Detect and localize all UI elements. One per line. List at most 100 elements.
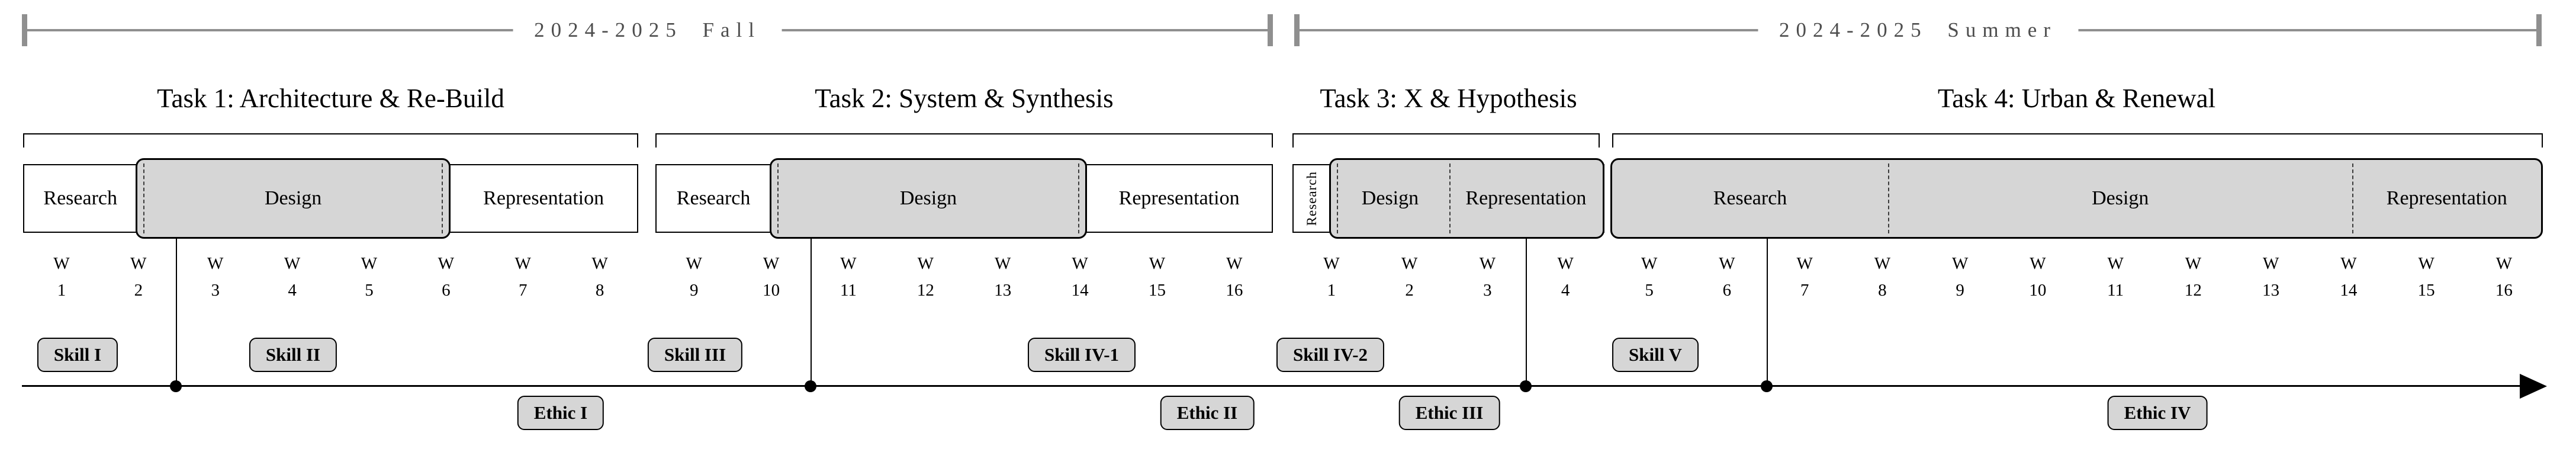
task-2-design-label: Design bbox=[899, 187, 957, 209]
task-3-representation-label: Representation bbox=[1465, 187, 1587, 209]
dashed-edge bbox=[1078, 164, 1080, 233]
fall-end-tick bbox=[1268, 14, 1273, 46]
milestone-connector-1 bbox=[176, 237, 177, 387]
task-1-representation-phase: Representation bbox=[483, 187, 604, 209]
dashed-divider bbox=[1449, 164, 1451, 233]
task-4-research-label: Research bbox=[1713, 187, 1787, 209]
task-3-block: Task 3: X & Hypothesis Research Design R… bbox=[1292, 83, 1604, 317]
ethic-2-badge: Ethic II bbox=[1160, 396, 1255, 430]
dashed-edge bbox=[1337, 164, 1339, 233]
task-1-research-phase: Research bbox=[43, 187, 117, 209]
task-2-title: Task 2: System & Synthesis bbox=[815, 84, 1114, 113]
task-1-bracket bbox=[23, 133, 638, 148]
task-1-block: Task 1: Architecture & Re-Build Research… bbox=[23, 83, 638, 317]
skill-1-badge: Skill I bbox=[37, 338, 118, 372]
dashed-divider bbox=[2352, 164, 2354, 233]
ethic-3-badge: Ethic III bbox=[1398, 396, 1500, 430]
task-3-research-label: Research bbox=[1304, 171, 1319, 226]
task-3-title: Task 3: X & Hypothesis bbox=[1320, 84, 1577, 113]
summer-end-tick bbox=[2536, 14, 2542, 46]
task-2-design-phase: Design bbox=[769, 158, 1088, 239]
semester-span-fall: 2024-2025 Fall bbox=[22, 14, 1273, 46]
milestone-dot-4 bbox=[1761, 380, 1773, 392]
task-2-research-phase: Research bbox=[676, 187, 751, 209]
skill-4-1-badge: Skill IV-1 bbox=[1027, 338, 1136, 372]
task-3-design-representation-box: Design Representation bbox=[1329, 158, 1604, 239]
summer-label: 2024-2025 Summer bbox=[1757, 18, 2079, 42]
task-3-design-label: Design bbox=[1361, 187, 1419, 209]
ethic-1-badge: Ethic I bbox=[517, 396, 604, 430]
semester-span-summer: 2024-2025 Summer bbox=[1294, 14, 2542, 46]
milestone-dot-1 bbox=[170, 380, 182, 392]
skill-4-2-badge: Skill IV-2 bbox=[1276, 338, 1385, 372]
milestone-connector-2 bbox=[811, 237, 812, 387]
milestone-connector-4 bbox=[1767, 237, 1768, 387]
dashed-divider bbox=[1887, 164, 1889, 233]
task-3-bracket bbox=[1292, 133, 1600, 148]
dashed-edge bbox=[442, 164, 443, 233]
task-4-design-label: Design bbox=[2092, 187, 2149, 209]
task-4-title: Task 4: Urban & Renewal bbox=[1937, 84, 2216, 113]
dashed-edge bbox=[777, 164, 779, 233]
milestone-dot-3 bbox=[1520, 380, 1532, 392]
task-1-design-phase: Design bbox=[136, 158, 451, 239]
ethic-4-badge: Ethic IV bbox=[2107, 396, 2208, 430]
skill-3-badge: Skill III bbox=[647, 338, 743, 372]
timeline-arrowhead-icon bbox=[2520, 374, 2547, 399]
fall-label: 2024-2025 Fall bbox=[513, 18, 782, 42]
milestone-dot-2 bbox=[805, 380, 816, 392]
task-2-bracket bbox=[655, 133, 1273, 148]
summer-start-tick bbox=[1294, 14, 1300, 46]
task-2-representation-phase: Representation bbox=[1118, 187, 1240, 209]
skill-5-badge: Skill V bbox=[1612, 338, 1699, 372]
timeline-axis bbox=[22, 385, 2522, 387]
milestone-connector-3 bbox=[1526, 237, 1527, 387]
task-4-block: Task 4: Urban & Renewal Research Design … bbox=[1610, 83, 2543, 317]
skill-2-badge: Skill II bbox=[249, 338, 337, 372]
task-4-phase-box: Research Design Representation bbox=[1610, 158, 2543, 239]
task-4-representation-label: Representation bbox=[2386, 187, 2507, 209]
task-1-title: Task 1: Architecture & Re-Build bbox=[157, 84, 504, 113]
dashed-edge bbox=[143, 164, 145, 233]
fall-start-tick bbox=[22, 14, 27, 46]
task-2-block: Task 2: System & Synthesis Research Repr… bbox=[655, 83, 1273, 317]
task-1-design-label: Design bbox=[264, 187, 322, 209]
